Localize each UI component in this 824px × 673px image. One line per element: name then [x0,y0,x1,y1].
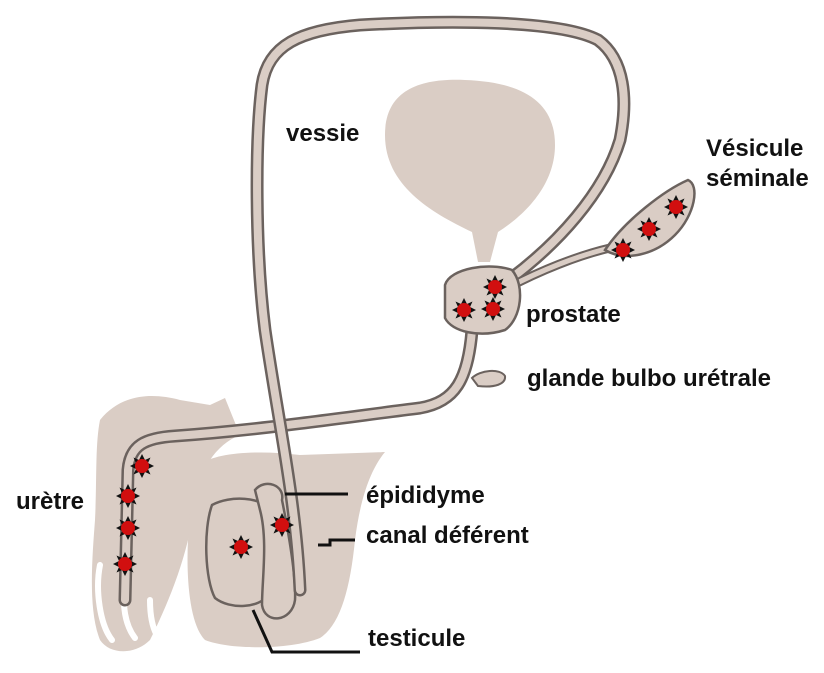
prostate-shape [445,266,520,333]
label-vessie: vessie [286,119,359,149]
label-epididyme: épididyme [366,481,485,511]
lesion-marker [113,552,137,576]
label-vesicule-line2: séminale [706,164,809,194]
lesion-marker [483,275,507,299]
lesion-marker [130,454,154,478]
label-glande-bulbo-uretrale: glande bulbo urétrale [527,364,771,394]
lesion-marker [611,238,635,262]
label-testicule: testicule [368,624,465,654]
bladder-shape [385,80,555,262]
label-canal-deferent: canal déférent [366,521,529,551]
lesion-marker [452,298,476,322]
lesion-marker [229,535,253,559]
lesion-marker [116,484,140,508]
label-vesicule-seminale: Vésicule séminale [706,134,809,194]
lesion-marker [637,217,661,241]
label-uretre: urètre [16,487,84,517]
lesion-marker [481,297,505,321]
lesion-marker [116,516,140,540]
lesion-marker [664,195,688,219]
lesion-marker [270,513,294,537]
bulbourethral-gland [472,371,505,387]
label-prostate: prostate [526,300,621,330]
label-vesicule-line1: Vésicule [706,134,809,164]
